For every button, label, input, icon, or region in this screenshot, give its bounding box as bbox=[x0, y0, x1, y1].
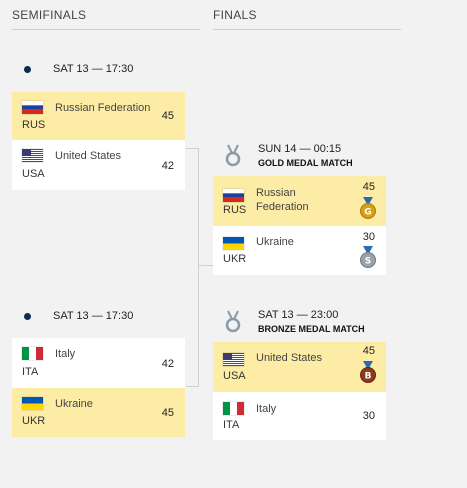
medal-icon bbox=[225, 310, 241, 333]
gold-match-header: SUN 14 — 00:15 GOLD MEDAL MATCH bbox=[213, 142, 353, 170]
team-code: UKR bbox=[22, 415, 46, 427]
team-name-line-2: Federation bbox=[256, 201, 309, 213]
semifinal-1-header: SAT 13 — 17:30 bbox=[12, 63, 133, 75]
live-dot-icon bbox=[24, 312, 31, 320]
team-score: 45 bbox=[362, 345, 375, 357]
bronze-match-team-2[interactable]: ITA Italy 30 bbox=[213, 392, 386, 440]
team-name: Italy bbox=[55, 348, 76, 360]
bronze-match-team-1[interactable]: USA United States 45 B bbox=[213, 342, 386, 392]
gold-medal-letter: G bbox=[364, 208, 371, 218]
semifinal-1-team-1[interactable]: RUS Russian Federation 45 bbox=[12, 92, 185, 140]
semifinal-2-team-2[interactable]: UKR Ukraine 45 bbox=[12, 388, 185, 437]
team-name: Italy bbox=[256, 403, 277, 415]
semifinals-divider bbox=[12, 29, 200, 30]
usa-flag-icon bbox=[22, 149, 43, 162]
team-score: 42 bbox=[161, 358, 174, 370]
bronze-medal-icon: B bbox=[360, 361, 376, 383]
gold-match-time: SUN 14 — 00:15 bbox=[258, 143, 342, 155]
semifinals-header: SEMIFINALS bbox=[12, 8, 87, 22]
ukraine-flag-icon bbox=[223, 237, 244, 250]
gold-match-label: GOLD MEDAL MATCH bbox=[258, 158, 353, 168]
finals-header: FINALS bbox=[213, 8, 257, 22]
semifinal-1-team-2[interactable]: USA United States 42 bbox=[12, 140, 185, 190]
gold-match-team-1[interactable]: RUS Russian Federation 45 G bbox=[213, 176, 386, 226]
team-score: 30 bbox=[362, 410, 375, 422]
gold-match-team-2[interactable]: UKR Ukraine 30 S bbox=[213, 226, 386, 275]
team-code: USA bbox=[223, 370, 246, 382]
team-score: 42 bbox=[161, 160, 174, 172]
silver-medal-icon: S bbox=[360, 246, 376, 268]
team-score: 45 bbox=[161, 110, 174, 122]
team-name: Ukraine bbox=[256, 236, 294, 248]
team-score: 45 bbox=[362, 181, 375, 193]
team-code: ITA bbox=[223, 419, 240, 431]
russia-flag-icon bbox=[223, 189, 244, 202]
team-code: UKR bbox=[223, 253, 247, 265]
bracket-connector bbox=[186, 148, 199, 387]
team-code: RUS bbox=[223, 204, 247, 216]
bronze-match-header: SAT 13 — 23:00 BRONZE MEDAL MATCH bbox=[213, 308, 365, 336]
gold-medal-icon: G bbox=[360, 197, 376, 219]
russia-flag-icon bbox=[22, 101, 43, 114]
team-name: United States bbox=[55, 150, 122, 162]
team-name: Russian Federation bbox=[55, 102, 151, 114]
italy-flag-icon bbox=[223, 402, 244, 415]
team-code: RUS bbox=[22, 119, 46, 131]
bronze-medal-letter: B bbox=[365, 372, 372, 382]
team-name: Ukraine bbox=[55, 398, 93, 410]
team-score: 45 bbox=[161, 407, 174, 419]
finals-divider bbox=[213, 29, 401, 30]
team-score: 30 bbox=[362, 231, 375, 243]
semifinal-2-team-1[interactable]: ITA Italy 42 bbox=[12, 338, 185, 388]
team-name: Russian Federation bbox=[256, 186, 309, 214]
medal-icon bbox=[225, 144, 241, 167]
live-dot-icon bbox=[24, 65, 31, 73]
semifinal-2-time: SAT 13 — 17:30 bbox=[53, 310, 134, 322]
semifinal-2-header: SAT 13 — 17:30 bbox=[12, 310, 133, 322]
semifinal-1-time: SAT 13 — 17:30 bbox=[53, 63, 134, 75]
silver-medal-letter: S bbox=[365, 257, 371, 267]
bronze-match-time: SAT 13 — 23:00 bbox=[258, 309, 339, 321]
usa-flag-icon bbox=[223, 353, 244, 366]
team-name-line-1: Russian bbox=[256, 187, 296, 199]
italy-flag-icon bbox=[22, 347, 43, 360]
team-name: United States bbox=[256, 352, 323, 364]
ukraine-flag-icon bbox=[22, 397, 43, 410]
bronze-match-label: BRONZE MEDAL MATCH bbox=[258, 324, 365, 334]
bracket-connector-link bbox=[198, 265, 213, 266]
team-code: USA bbox=[22, 168, 45, 180]
team-code: ITA bbox=[22, 366, 39, 378]
